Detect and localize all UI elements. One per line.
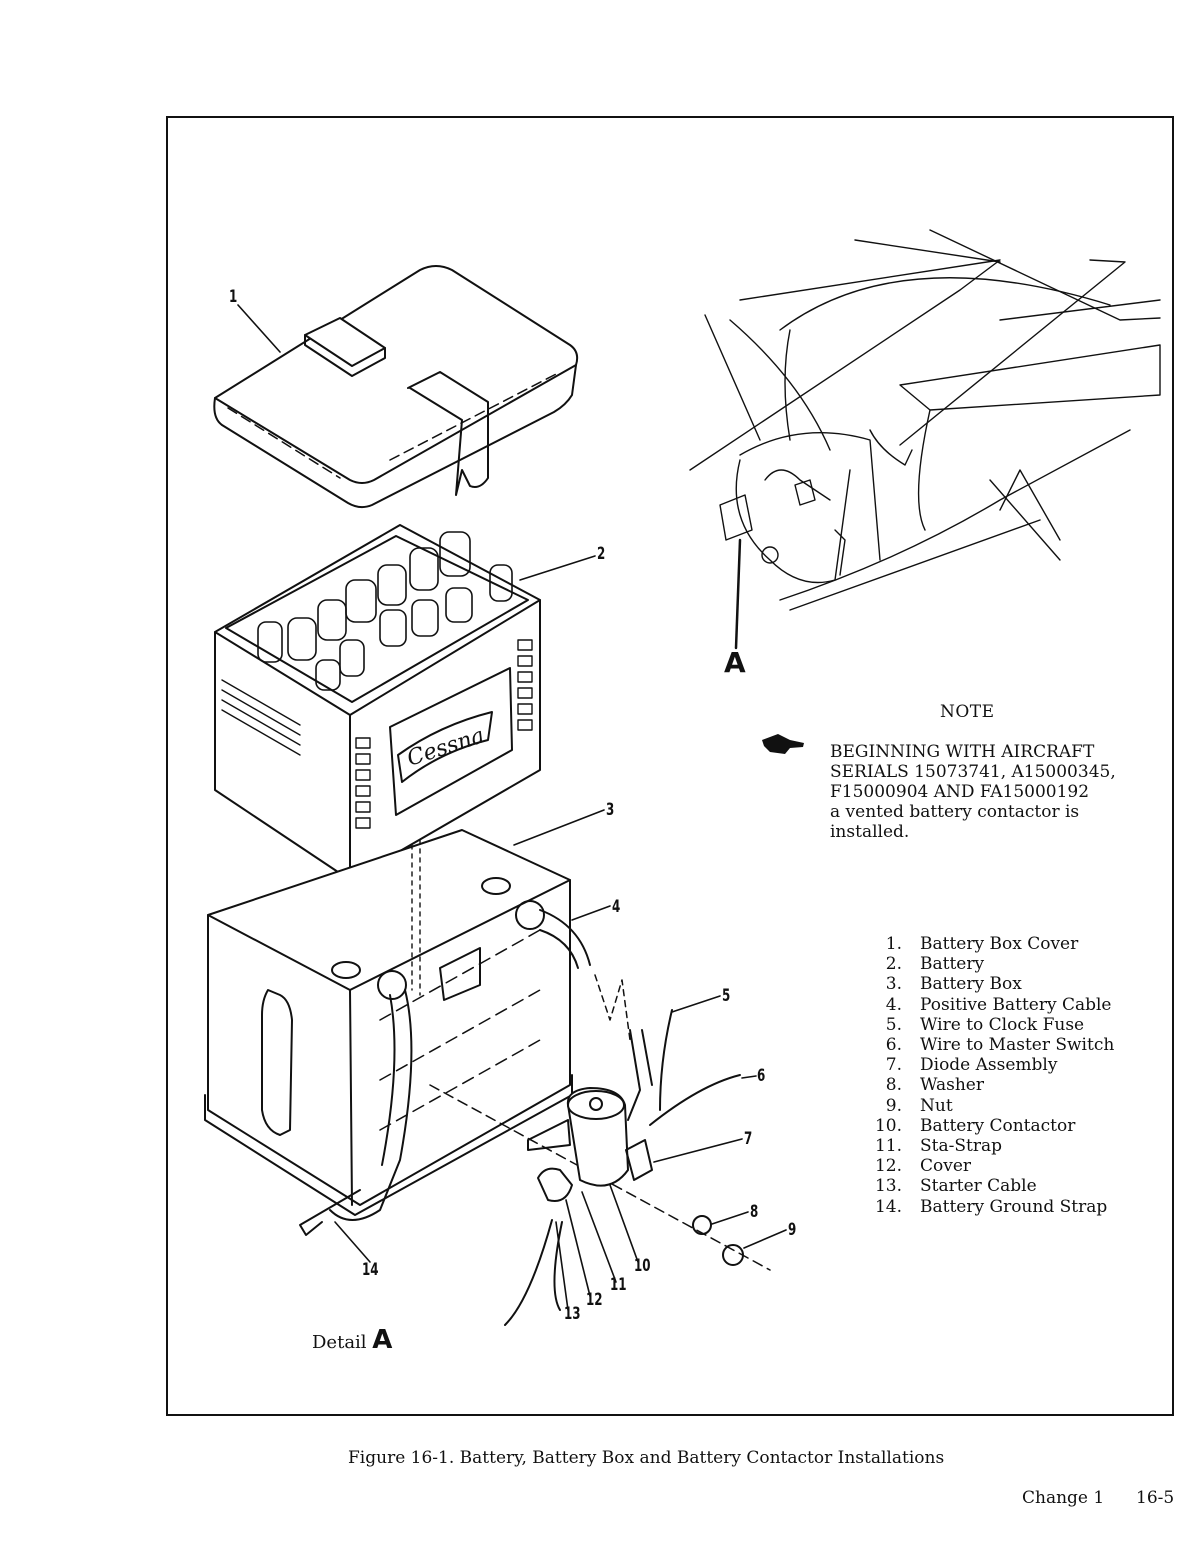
parts-list-item: 4. Positive Battery Cable xyxy=(862,995,1114,1015)
detail-word: Detail xyxy=(312,1332,367,1353)
parts-list-number: 1. xyxy=(885,934,902,954)
parts-list-item: 9. Nut xyxy=(862,1096,1114,1116)
parts-list-item: 8. Washer xyxy=(862,1075,1114,1095)
parts-list-name: Nut xyxy=(920,1095,953,1116)
battery-contactor-drawing xyxy=(527,1087,744,1266)
parts-list-name: Battery Box xyxy=(920,974,1022,995)
view-letter-a: A xyxy=(724,646,746,679)
parts-list-item: 1. Battery Box Cover xyxy=(862,934,1114,954)
parts-list-item: 7. Diode Assembly xyxy=(862,1055,1114,1075)
parts-list-name: Battery Box Cover xyxy=(920,934,1079,954)
figure-frame xyxy=(166,116,1174,1416)
parts-list-item: 6. Wire to Master Switch xyxy=(862,1035,1115,1056)
parts-list-name: Sta-Strap xyxy=(920,1136,1002,1157)
figure-caption: Figure 16-1. Battery, Battery Box and Ba… xyxy=(348,1448,945,1468)
detail-label: Detail A xyxy=(312,1325,392,1355)
parts-list-name: Diode Assembly xyxy=(920,1055,1058,1076)
parts-list-item: 10. Battery Contactor xyxy=(862,1116,1114,1136)
parts-list-item: 14. Battery Ground Strap xyxy=(862,1197,1114,1217)
airplane-fuselage-view xyxy=(689,229,1161,650)
page-number: 16-5 xyxy=(1136,1488,1175,1508)
change-label: Change 1 xyxy=(1022,1488,1105,1508)
callout-2: 2 xyxy=(597,544,606,564)
parts-list-item: 13. Starter Cable xyxy=(862,1176,1114,1196)
parts-list-number: 2. xyxy=(885,954,902,975)
parts-list-name: Battery Ground Strap xyxy=(920,1196,1108,1217)
parts-list-number: 11. xyxy=(874,1136,902,1157)
callout-12: 12 xyxy=(586,1290,603,1310)
parts-list-number: 13. xyxy=(874,1176,902,1197)
battery-drawing xyxy=(214,524,541,881)
note-body: BEGINNING WITH AIRCRAFT SERIALS 15073741… xyxy=(830,742,1116,842)
parts-list-number: 10. xyxy=(874,1115,902,1136)
parts-list-name: Battery xyxy=(920,954,985,975)
callout-9: 9 xyxy=(788,1220,797,1240)
parts-list-number: 14. xyxy=(874,1196,902,1217)
parts-list-name: Wire to Master Switch xyxy=(920,1035,1115,1056)
detail-letter: A xyxy=(372,1325,393,1355)
callout-11: 11 xyxy=(610,1275,627,1295)
parts-list-number: 12. xyxy=(874,1156,902,1177)
battery-box-drawing xyxy=(204,829,573,1236)
pointing-hand-icon xyxy=(762,734,804,754)
callout-3: 3 xyxy=(606,800,615,820)
parts-list-number: 3. xyxy=(885,974,902,995)
parts-list-number: 6. xyxy=(885,1035,902,1056)
parts-list-name: Battery Contactor xyxy=(920,1115,1076,1136)
parts-list-item: 3. Battery Box xyxy=(862,974,1114,994)
parts-list-number: 8. xyxy=(885,1075,902,1096)
callout-4: 4 xyxy=(612,897,621,917)
parts-list-item: 11. Sta-Strap xyxy=(862,1136,1114,1156)
callout-14: 14 xyxy=(362,1260,379,1280)
parts-list-item: 12. Cover xyxy=(862,1156,1114,1176)
parts-list-number: 7. xyxy=(885,1055,902,1076)
parts-list-number: 5. xyxy=(885,1014,902,1035)
parts-list-number: 9. xyxy=(885,1095,902,1116)
parts-list: 1. Battery Box Cover 2. Battery 3. Battery Bo… xyxy=(862,934,1114,1217)
parts-list-name: Washer xyxy=(920,1075,984,1096)
callout-1: 1 xyxy=(229,287,238,307)
parts-list-item: 5. Wire to Clock Fuse xyxy=(862,1015,1114,1035)
parts-list-number: 4. xyxy=(885,994,902,1015)
parts-list-name: Starter Cable xyxy=(920,1176,1037,1197)
callout-5: 5 xyxy=(722,986,731,1006)
parts-list-item: 2. Battery xyxy=(862,954,1114,974)
callout-13: 13 xyxy=(564,1304,581,1324)
battery-box-cover-drawing xyxy=(213,265,579,509)
note-title: NOTE xyxy=(940,702,995,722)
callout-7: 7 xyxy=(744,1129,753,1149)
parts-list-name: Wire to Clock Fuse xyxy=(920,1014,1085,1035)
callout-10: 10 xyxy=(634,1256,651,1276)
callout-8: 8 xyxy=(750,1202,759,1222)
callout-6: 6 xyxy=(757,1066,766,1086)
parts-list-name: Cover xyxy=(920,1156,972,1177)
callout-leader-lines xyxy=(237,304,787,1311)
parts-list-name: Positive Battery Cable xyxy=(920,994,1112,1015)
